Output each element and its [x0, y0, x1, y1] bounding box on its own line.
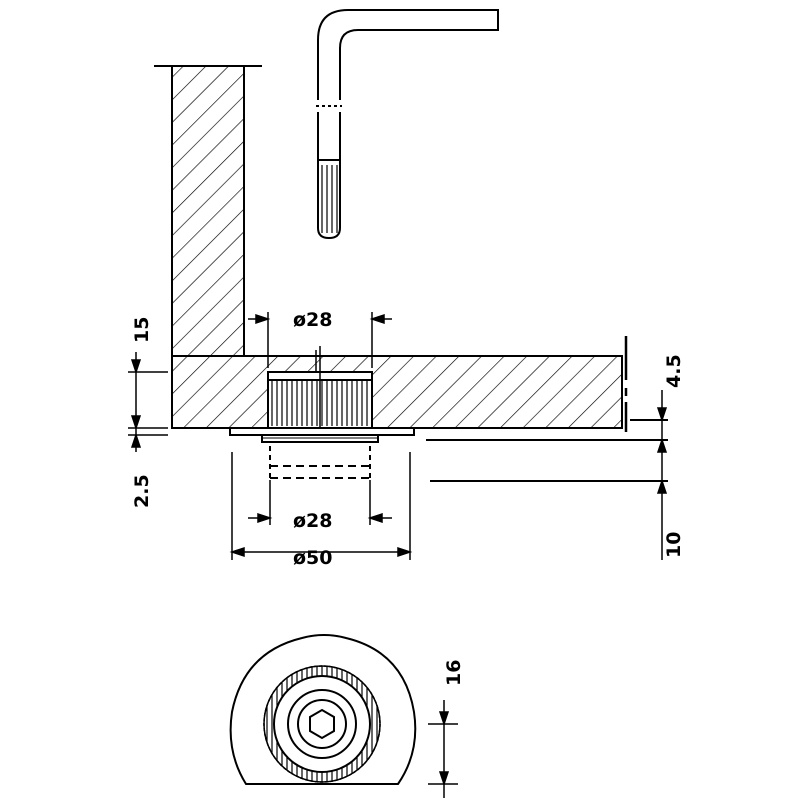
dim-label-50: ø50 [293, 547, 333, 569]
dim-diameter-28-bottom [248, 480, 392, 525]
dim-label-10: 10 [663, 532, 685, 558]
dim-vertical-right [656, 390, 668, 560]
connector-top-view [229, 634, 417, 785]
dim-label-28-top: ø28 [293, 309, 333, 331]
dim-label-16: 16 [443, 660, 465, 686]
dim-vertical-16 [428, 700, 458, 798]
ghost-connector [231, 446, 411, 560]
allen-key [316, 9, 499, 240]
dim-label-28-bottom: ø28 [293, 510, 333, 532]
connector-body [267, 346, 373, 430]
dim-label-15: 15 [131, 317, 153, 343]
dim-diameter-28-top [248, 312, 392, 368]
dim-label-4-5: 4.5 [663, 354, 685, 388]
dim-vertical-left [128, 352, 168, 452]
bottom-panel-section [171, 336, 628, 440]
dim-label-2-5: 2.5 [131, 474, 153, 508]
flange [229, 427, 415, 443]
dim-diameter-50 [229, 546, 413, 558]
extension-lines-right [426, 419, 668, 482]
side-panel-section [154, 65, 262, 357]
